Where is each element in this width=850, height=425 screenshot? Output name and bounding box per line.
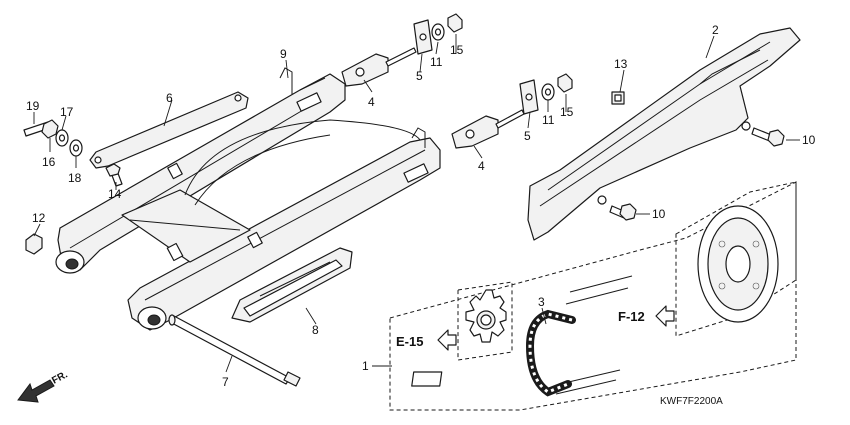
adjuster-plate-upper	[413, 19, 433, 55]
callout-19: 19	[26, 99, 40, 113]
chain-adjuster-upper	[341, 47, 417, 87]
callout-5-upper: 5	[416, 69, 423, 83]
drive-sprocket	[411, 281, 513, 387]
callout-5-lower: 5	[524, 129, 531, 143]
chain-adjuster-lower	[451, 109, 525, 149]
callout-10-lower: 10	[652, 207, 666, 221]
callout-18: 18	[68, 171, 82, 185]
callout-1: 1	[362, 359, 369, 373]
chain-case	[527, 27, 801, 241]
ref-arrow-e15: E-15	[396, 329, 457, 351]
chain-case-bolt-lower	[609, 203, 637, 221]
drive-chain	[525, 275, 633, 397]
front-direction-arrow: FR.	[17, 369, 70, 403]
chain-case-grommet	[611, 91, 625, 105]
callout-4-lower: 4	[478, 159, 485, 173]
front-label: FR.	[50, 369, 70, 386]
callout-3: 3	[538, 295, 545, 309]
callout-11-upper: 11	[430, 55, 443, 69]
ref-f12-label: F-12	[618, 309, 645, 324]
chain-kit-boundary	[389, 181, 797, 411]
callout-9: 9	[280, 47, 287, 61]
chain-slider	[231, 247, 353, 323]
callout-12: 12	[32, 211, 46, 225]
swingarm	[55, 67, 441, 331]
driven-sprocket	[675, 181, 797, 337]
diagram-code: KWF7F2200A	[660, 396, 723, 407]
adjuster-nuts-lower	[541, 73, 573, 101]
chain-case-bolt-upper	[751, 127, 785, 147]
ref-e15-label: E-15	[396, 334, 423, 349]
callout-15-lower: 15	[560, 105, 574, 119]
adjuster-nuts-upper	[431, 13, 463, 41]
callout-16: 16	[42, 155, 56, 169]
adjuster-plate-lower	[519, 79, 539, 115]
callout-6: 6	[166, 91, 173, 105]
callout-2: 2	[712, 23, 719, 37]
chain-guide-plate	[89, 91, 249, 169]
callout-10-upper: 10	[802, 133, 816, 147]
callout-8: 8	[312, 323, 319, 337]
pivot-bolt	[168, 314, 301, 387]
ref-arrow-f12: F-12	[618, 305, 675, 327]
leader-lines	[33, 34, 800, 373]
callout-15-upper: 15	[450, 43, 464, 57]
left-hardware	[23, 119, 123, 255]
callout-7: 7	[222, 375, 229, 389]
callout-numbers: 1 2 3 4 4 5 5 6 7 8 9 10 10 11 11 12 13 …	[26, 23, 816, 389]
callout-17: 17	[60, 105, 74, 119]
callout-11-lower: 11	[542, 113, 555, 127]
callout-14: 14	[108, 187, 122, 201]
callout-13: 13	[614, 57, 628, 71]
callout-4-upper: 4	[368, 95, 375, 109]
